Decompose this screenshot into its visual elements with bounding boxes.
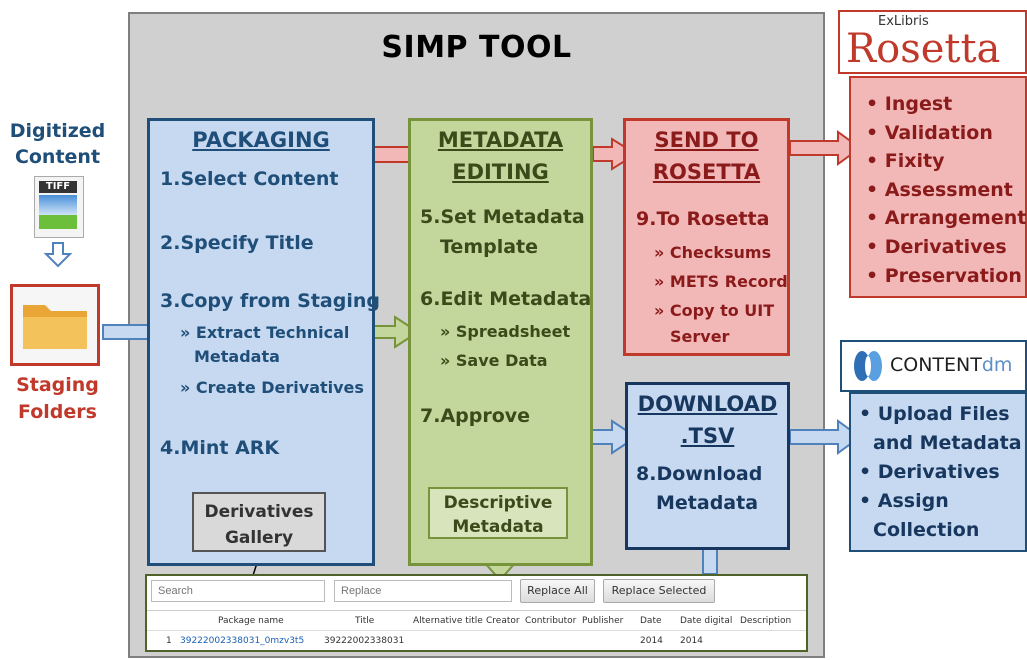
col-header-contributor[interactable]: Contributor — [525, 616, 577, 626]
packaging-step2: 2.Specify Title — [160, 232, 314, 254]
col-header-date[interactable]: Date — [640, 616, 662, 626]
metadata-step7: 7.Approve — [420, 405, 531, 427]
packaging-step4: 4.Mint ARK — [160, 437, 280, 459]
date-cell[interactable]: 2014 — [640, 636, 663, 646]
metadata-title-line2: EDITING — [452, 160, 549, 184]
folder-icon — [23, 305, 87, 349]
metadata-step6: 6.Edit Metadata — [420, 288, 592, 310]
package-name-link[interactable]: 39222002338031_0mzv3t5 — [180, 636, 305, 646]
rosetta-feature-list: • Ingest • Validation • Fixity • Assessm… — [866, 90, 1026, 290]
callout-line1: Derivatives — [204, 502, 314, 522]
download-step8: 8.Download — [636, 463, 763, 485]
replace-all-button[interactable]: Replace All — [520, 579, 595, 603]
rosetta-item-preservation: • Preservation — [866, 264, 1022, 287]
rosetta-item-validation: • Validation — [866, 121, 993, 144]
descriptive-metadata-callout: Descriptive Metadata — [428, 487, 568, 539]
rosetta-item-fixity: • Fixity — [866, 150, 945, 173]
metadata-step5: 5.Set Metadata — [420, 206, 585, 228]
staging-label-line1: Staging — [16, 374, 99, 396]
send-title-line1: SEND TO — [654, 128, 759, 152]
contentdm-feature-list: • Upload Files and Metadata • Derivative… — [859, 400, 1022, 545]
packaging-sub-metadata: Metadata — [194, 347, 280, 366]
contentdm-item-upload-cont: and Metadata — [873, 432, 1022, 454]
packaging-title: PACKAGING — [192, 128, 330, 152]
contentdm-item-upload: • Upload Files — [859, 403, 1010, 425]
send-sub-checksums: » Checksums — [654, 243, 772, 262]
download-title-line1: DOWNLOAD — [637, 392, 778, 416]
contentdm-item-assign: • Assign — [859, 490, 949, 512]
metadata-sub-spreadsheet: » Spreadsheet — [440, 322, 571, 341]
replace-input[interactable] — [334, 580, 512, 602]
rosetta-logo-text: Rosetta — [846, 26, 1001, 72]
title-cell[interactable]: 39222002338031 — [324, 636, 405, 646]
send-sub-mets: » METS Record — [654, 272, 788, 291]
rosetta-logo-box: ExLibris Rosetta — [838, 10, 1027, 74]
contentdm-logo-box: CONTENTdm — [840, 340, 1027, 392]
metadata-title-line1: METADATA — [437, 128, 564, 152]
contentdm-item-derivatives: • Derivatives — [859, 461, 1000, 483]
col-header-publisher[interactable]: Publisher — [582, 616, 624, 626]
grass-image — [39, 215, 77, 229]
row-number: 1 — [166, 636, 172, 646]
col-header-alt-title[interactable]: Alternative title — [413, 616, 483, 626]
tiff-badge: TIFF — [39, 181, 77, 193]
contentdm-item-assign-cont: Collection — [873, 519, 980, 541]
staging-label-line2: Folders — [18, 401, 97, 423]
staging-folder-box — [10, 284, 100, 366]
rosetta-item-arrangement: • Arrangement — [866, 207, 1027, 230]
col-header-description[interactable]: Description — [740, 616, 792, 626]
send-sub-copy: » Copy to UIT — [654, 301, 775, 320]
sheet-divider — [147, 610, 806, 611]
rosetta-features-box — [849, 76, 1027, 298]
derivatives-gallery-callout: Derivatives Gallery — [192, 492, 326, 552]
replace-selected-button[interactable]: Replace Selected — [603, 579, 715, 603]
search-input[interactable] — [151, 580, 325, 602]
download-title-line2: .TSV — [680, 424, 735, 448]
send-step9: 9.To Rosetta — [636, 208, 770, 230]
download-step8-cont: Metadata — [656, 492, 759, 514]
digitized-content-label: Digitized Content — [0, 118, 115, 170]
tool-title: SIMP TOOL — [381, 30, 572, 65]
digitized-label-line2: Content — [14, 146, 101, 168]
down-arrow-icon — [43, 242, 73, 268]
tiff-file-icon: TIFF — [34, 176, 84, 238]
right-arrow-icon — [371, 146, 413, 163]
exlibris-logo-text: ExLibris — [878, 14, 929, 29]
send-title-line2: ROSETTA — [652, 160, 761, 184]
contentdm-logo-icon — [854, 351, 882, 381]
rosetta-item-assessment: • Assessment — [866, 178, 1013, 201]
send-to-rosetta-box — [623, 118, 790, 356]
contentdm-logo-part1: CONTENT — [890, 354, 982, 376]
date-digital-cell[interactable]: 2014 — [680, 636, 703, 646]
metadata-step5-cont: Template — [440, 236, 539, 258]
rosetta-item-ingest: • Ingest — [866, 93, 953, 115]
packaging-step3: 3.Copy from Staging — [160, 290, 380, 312]
contentdm-logo-text: CONTENTdm — [890, 354, 1012, 376]
packaging-sub-extract: » Extract Technical — [180, 323, 350, 342]
digitized-label-line1: Digitized — [9, 120, 106, 142]
callout-line2: Metadata — [452, 517, 544, 537]
header-divider — [147, 630, 806, 631]
packaging-box — [147, 118, 375, 566]
packaging-sub-derivatives: » Create Derivatives — [180, 378, 364, 397]
contentdm-features-box — [849, 392, 1027, 552]
col-header-creator[interactable]: Creator — [486, 616, 520, 626]
staging-folders-label: Staging Folders — [0, 372, 115, 426]
col-header-title[interactable]: Title — [355, 616, 375, 626]
col-header-package[interactable]: Package name — [218, 616, 284, 626]
send-sub-server: Server — [670, 327, 730, 346]
contentdm-logo-part2: dm — [981, 354, 1013, 376]
callout-line2: Gallery — [224, 528, 294, 548]
rosetta-item-derivatives: • Derivatives — [866, 235, 1007, 258]
col-header-date-digital[interactable]: Date digital — [680, 616, 733, 626]
callout-line1: Descriptive — [443, 493, 553, 513]
metadata-sub-save: » Save Data — [440, 351, 548, 370]
packaging-step1: 1.Select Content — [160, 168, 339, 190]
sky-image — [39, 195, 77, 215]
download-tsv-box — [625, 382, 790, 550]
